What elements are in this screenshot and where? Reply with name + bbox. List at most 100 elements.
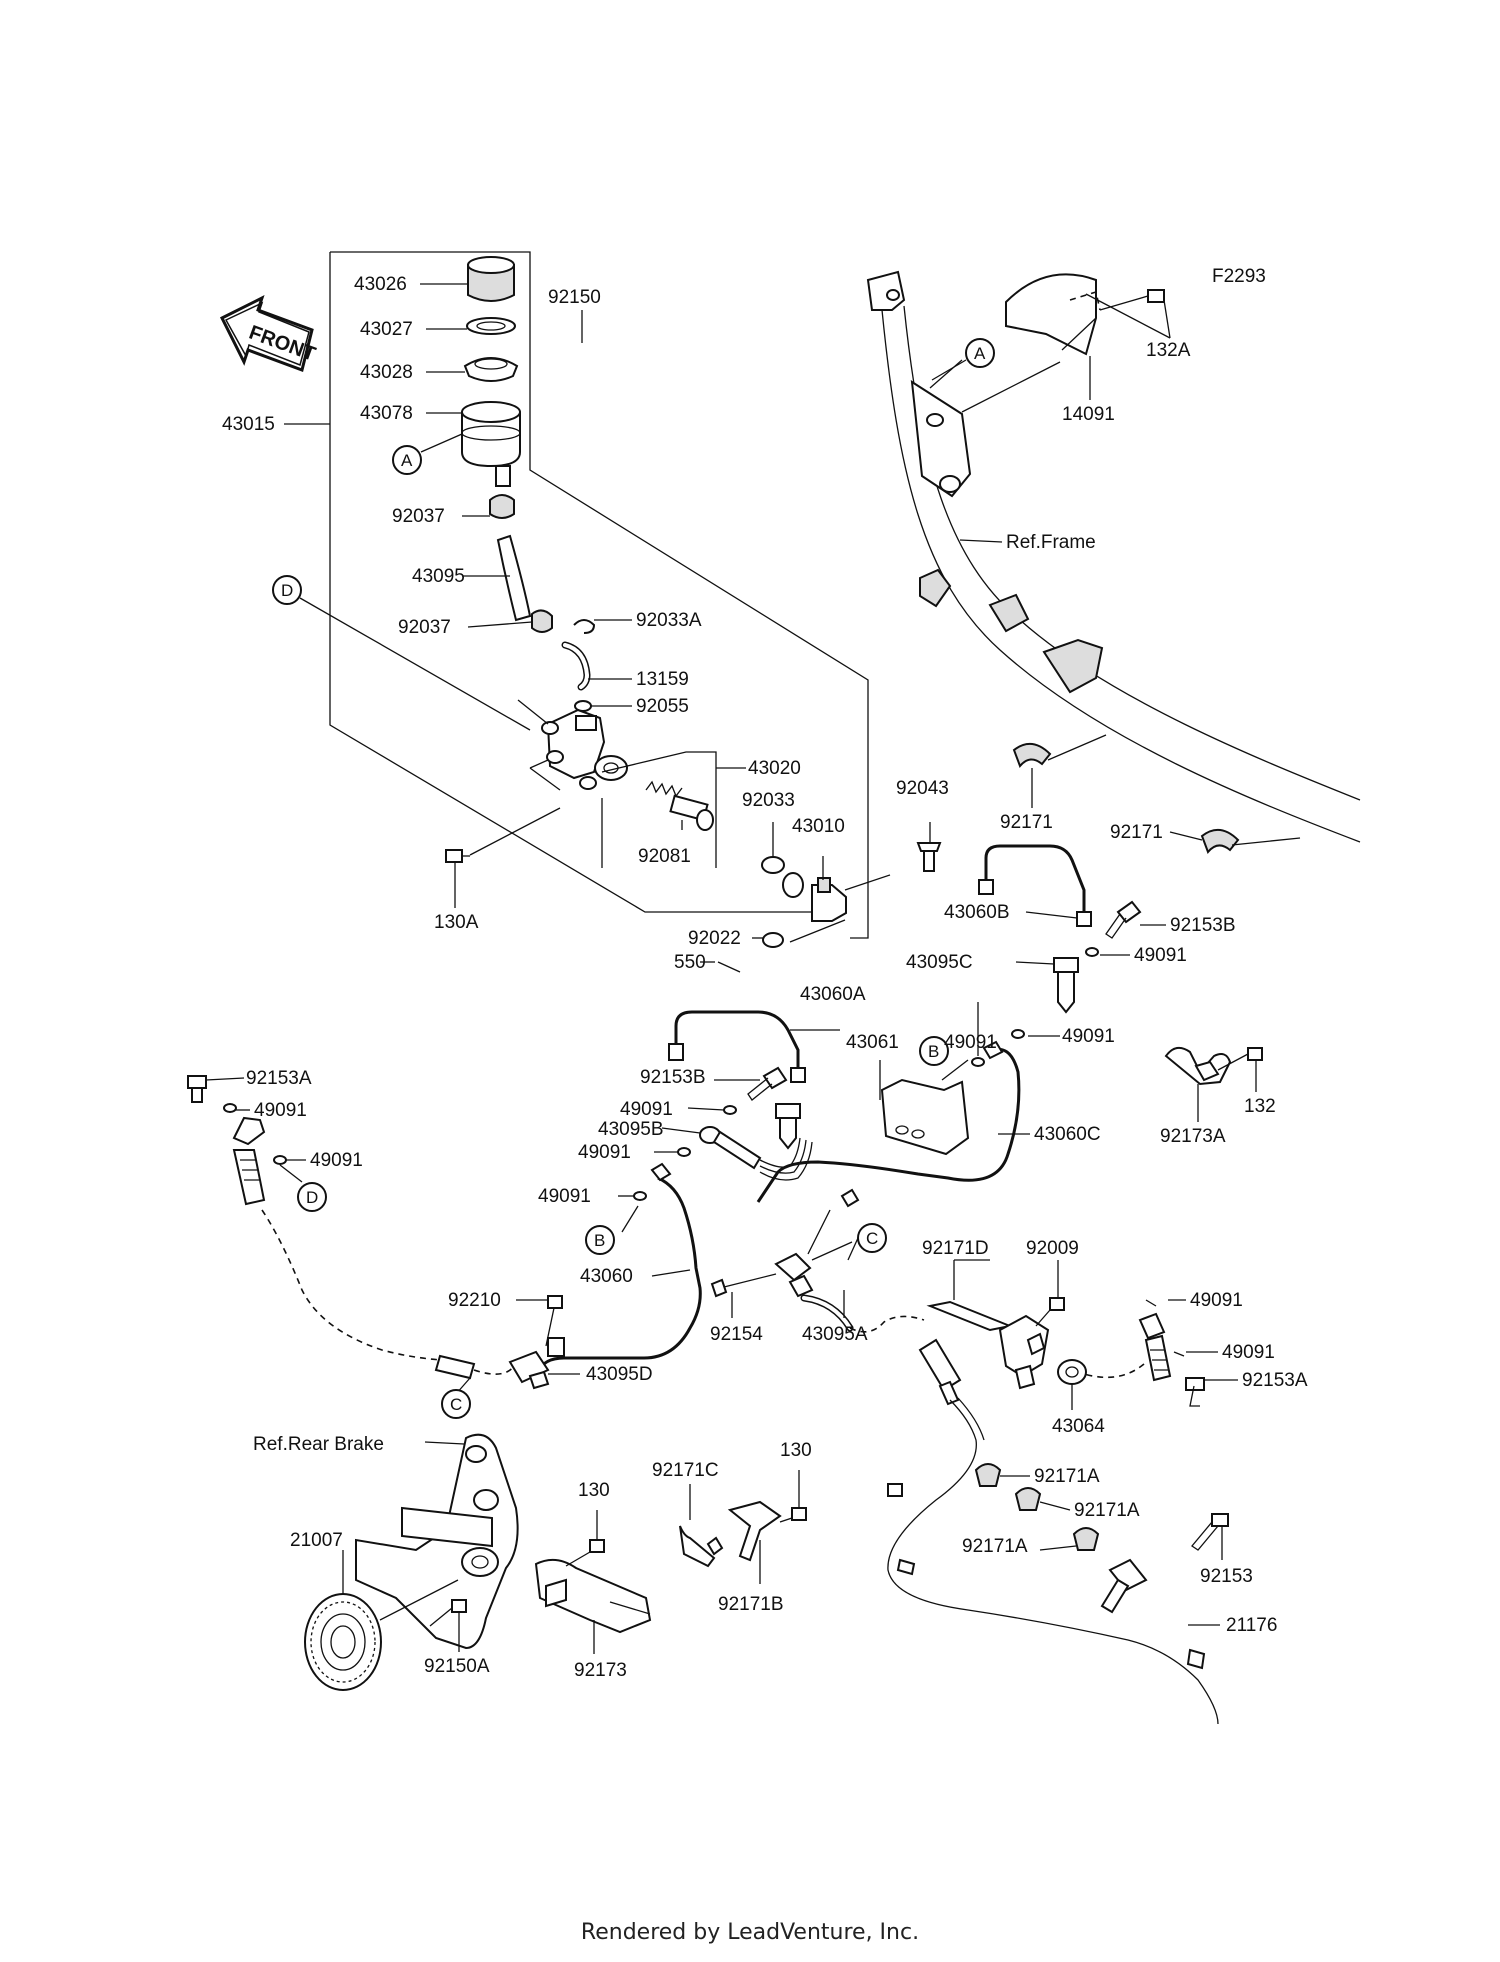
diagram-code: F2293: [1212, 266, 1266, 287]
clip-92171A-b: [1014, 1487, 1042, 1511]
bolt-92009: [1049, 1297, 1065, 1311]
part-label: 92171B: [718, 1594, 784, 1615]
callout-A-upper: A: [392, 445, 422, 475]
clip-92171A-c: [1072, 1527, 1100, 1551]
part-label: 43095A: [802, 1324, 868, 1345]
part-label: 132: [1244, 1096, 1276, 1117]
part-label: 132A: [1146, 340, 1191, 361]
part-label: 92153A: [246, 1068, 312, 1089]
brake-pipe-43060: [536, 1162, 702, 1373]
push-rod-43010: [782, 872, 847, 922]
part-label: 43026: [354, 274, 407, 295]
part-label: 92150A: [424, 1656, 490, 1677]
part-label: 92210: [448, 1290, 501, 1311]
bracket-92171D: [926, 1300, 1050, 1390]
bolt-132A: [1147, 289, 1165, 303]
part-label: 43095: [412, 566, 465, 587]
callout-D-lower: D: [297, 1182, 327, 1212]
part-label: 21176: [1226, 1615, 1277, 1636]
abs-sensor-cable-21176: [887, 1338, 1219, 1725]
svg-text:C: C: [450, 1395, 462, 1414]
ref-rear-brake-label: Ref.Rear Brake: [253, 1434, 384, 1455]
part-label: 92043: [896, 778, 949, 799]
bolt-92154: [710, 1273, 777, 1298]
hose-clamp-92037-lower: [531, 609, 553, 633]
washer-49091-f: [633, 1191, 647, 1201]
part-label: 92153: [1200, 1566, 1253, 1587]
part-label: 92153B: [1170, 915, 1236, 936]
part-label: 43060: [580, 1266, 633, 1287]
fitting-43095D: [508, 1350, 550, 1390]
part-label: 49091: [944, 1032, 997, 1053]
part-label: 14091: [1062, 404, 1115, 425]
rear-brake-bracket: [355, 1433, 519, 1650]
clip-92171A-a: [974, 1463, 1002, 1487]
part-label: 21007: [290, 1530, 343, 1551]
part-label: 550: [674, 952, 706, 973]
union-bolt-43095C: [1053, 957, 1079, 1014]
hose-end-right: [1138, 1312, 1172, 1382]
frame-tube: [866, 270, 1361, 843]
spring-92081: [645, 780, 683, 798]
part-label: 92171A: [962, 1536, 1028, 1557]
part-label: 43078: [360, 403, 413, 424]
rotor-21007: [304, 1593, 382, 1691]
part-label: 92022: [688, 928, 741, 949]
bracket-92173A: [1164, 1046, 1232, 1086]
circlip-92033: [761, 856, 785, 874]
union-bolt-43095B: [775, 1103, 801, 1150]
washer-49091-g: [223, 1103, 237, 1113]
svg-text:A: A: [974, 344, 986, 363]
brake-pipe-43060A: [668, 1010, 806, 1083]
ref-frame-label: Ref.Frame: [1006, 532, 1096, 553]
part-label: 92171D: [922, 1238, 989, 1259]
connector-13159: [561, 641, 591, 691]
bolt-92153B-upper: [1105, 900, 1142, 939]
washer-49091-c: [971, 1057, 985, 1067]
bolt-130-lower: [589, 1539, 605, 1553]
part-label: 92173: [574, 1660, 627, 1681]
bolt-92153B-lower: [747, 1066, 788, 1101]
svg-text:B: B: [928, 1042, 939, 1061]
callout-D-upper: D: [272, 575, 302, 605]
bolt-132: [1247, 1047, 1263, 1061]
footer-credit: Rendered by LeadVenture, Inc.: [580, 1920, 920, 1945]
part-label: 130: [780, 1440, 812, 1461]
part-label: 13159: [636, 669, 689, 690]
bolt-92210: [547, 1295, 563, 1309]
master-cylinder-body: [541, 708, 628, 790]
part-label: 49091: [578, 1142, 631, 1163]
part-label: 92009: [1026, 1238, 1079, 1259]
part-label: 92173A: [1160, 1126, 1226, 1147]
part-label: 43060A: [800, 984, 866, 1005]
diaphragm-plate-43027-inner: [476, 321, 506, 331]
part-label: 92055: [636, 696, 689, 717]
part-label: 92150: [548, 287, 601, 308]
bracket-cover-14091: [1005, 273, 1101, 356]
grommet-43064: [1057, 1359, 1087, 1385]
part-label: 43027: [360, 319, 413, 340]
reservoir-group-bracket: [329, 251, 869, 939]
svg-text:D: D: [281, 581, 293, 600]
part-label: 92171: [1000, 812, 1053, 833]
diaphragm-43028: [463, 357, 519, 382]
front-arrow-icon: FRONT: [219, 295, 318, 372]
washer-92022: [762, 932, 784, 948]
tee-fitting: [774, 1252, 854, 1332]
hose-sleeve-left: [434, 1354, 476, 1380]
washer-49091-e: [677, 1147, 691, 1157]
fitting-43095B-tee: [699, 1126, 762, 1170]
washer-49091-i: [1145, 1299, 1157, 1307]
circlip-92033A: [573, 619, 596, 634]
part-label: 49091: [620, 1099, 673, 1120]
part-label: 92171A: [1034, 1466, 1100, 1487]
part-label: 92037: [392, 506, 445, 527]
part-label: 43061: [846, 1032, 899, 1053]
part-label: 43064: [1052, 1416, 1105, 1437]
part-label: 49091: [1222, 1342, 1275, 1363]
part-label: 43095D: [586, 1364, 653, 1385]
part-label: 92081: [638, 846, 691, 867]
part-label: 43060C: [1034, 1124, 1101, 1145]
part-label: 92171A: [1074, 1500, 1140, 1521]
